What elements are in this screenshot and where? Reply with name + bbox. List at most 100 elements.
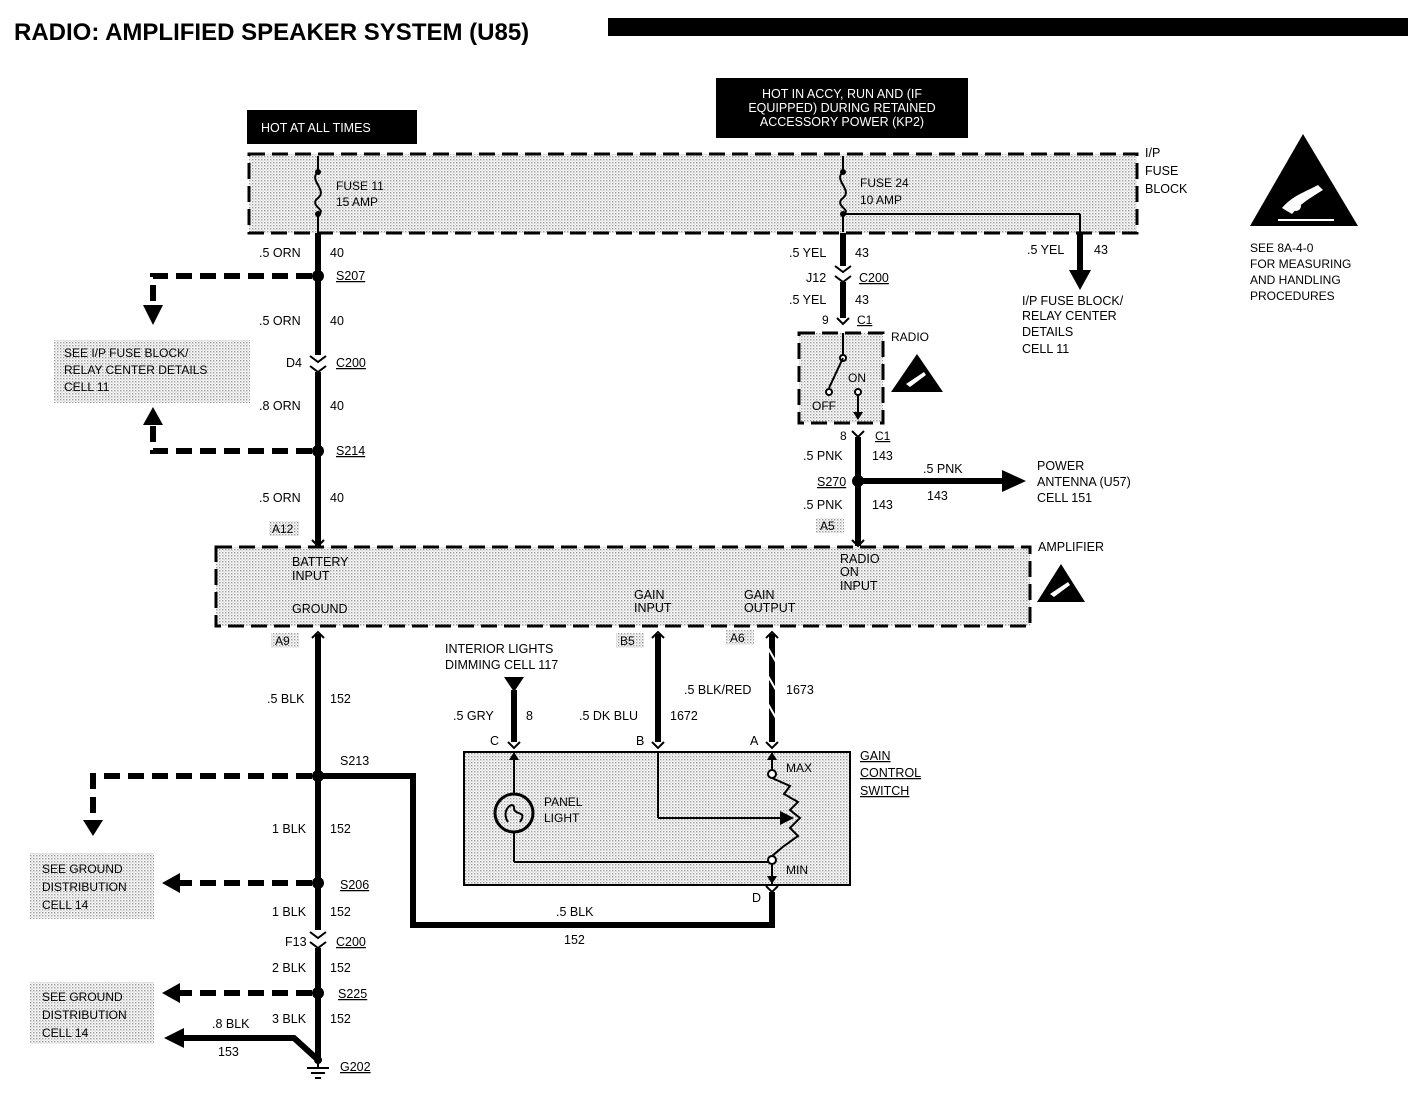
amplifier-esd-icon <box>1037 564 1085 602</box>
s207-label: S207 <box>336 269 365 283</box>
radio-c1-out: C1 <box>875 429 891 443</box>
right-w4-circuit: 143 <box>872 498 893 512</box>
splice-s207 <box>312 270 324 282</box>
c200-f13-name: C200 <box>336 935 366 949</box>
see-ip-note-2: RELAY CENTER DETAILS <box>64 363 207 377</box>
fuse-branch-note-4: CELL 11 <box>1022 342 1069 356</box>
hot-accy-line2: EQUIPPED) DURING RETAINED <box>748 101 935 115</box>
a5-connector <box>851 539 865 548</box>
hot-at-all-times-label <box>247 110 417 144</box>
arrow-right-icon <box>1002 470 1026 492</box>
fuse-24-name: FUSE 24 <box>860 176 909 190</box>
wire-153 <box>180 1035 319 1061</box>
right-w4-size: .5 PNK <box>803 498 843 512</box>
arrow-up-icon <box>143 407 163 425</box>
pin-b-label: B <box>636 734 644 748</box>
pin-b-connector <box>651 741 665 750</box>
fuse-branch-note-1: I/P FUSE BLOCK/ <box>1022 294 1124 308</box>
splice-s206 <box>312 877 324 889</box>
amp-radio-on-1: RADIO <box>840 552 880 566</box>
pin-a-connector <box>765 741 779 750</box>
s213-label: S213 <box>340 754 369 768</box>
esd-warning-icon <box>1250 134 1358 226</box>
splice-s214 <box>312 445 324 457</box>
connector-c200-j12-bottom <box>834 275 852 284</box>
arrow-left-icon <box>162 983 180 1003</box>
ground-note-1-line3: CELL 14 <box>42 898 89 912</box>
side-ground-size: .8 BLK <box>212 1017 250 1031</box>
arrow-down-icon <box>1069 270 1091 290</box>
gain-out-circuit: 1673 <box>786 683 814 697</box>
right-w2-circuit: 43 <box>855 293 869 307</box>
c200-j12-pin: J12 <box>806 271 826 285</box>
ground-w2-circuit: 152 <box>330 822 351 836</box>
esd-note-4: PROCEDURES <box>1250 289 1335 303</box>
left-w4-circuit: 40 <box>330 491 344 505</box>
gain-switch-label-1: GAIN <box>860 749 891 763</box>
esd-note-1: SEE 8A-4-0 <box>1250 241 1314 255</box>
page-title: RADIO: AMPLIFIED SPEAKER SYSTEM (U85) <box>14 19 529 46</box>
ground-w5-circuit: 152 <box>330 1012 351 1026</box>
ground-note-1-line1: SEE GROUND <box>42 862 123 876</box>
fuse-branch-circuit: 43 <box>1094 243 1108 257</box>
switch-on-label: ON <box>848 371 866 385</box>
esd-note-2: FOR MEASURING <box>1250 257 1351 271</box>
fuse-branch-note-3: DETAILS <box>1022 325 1073 339</box>
amp-radio-on-2: ON <box>840 565 859 579</box>
panel-light-label-2: LIGHT <box>544 811 580 825</box>
see-ip-note-1: SEE I/P FUSE BLOCK/ <box>64 346 189 360</box>
right-w3-size: .5 PNK <box>803 449 843 463</box>
c200-f13-pin: F13 <box>285 935 307 949</box>
dashed-branch-s214 <box>150 425 312 454</box>
ground-w5-size: 3 BLK <box>272 1012 307 1026</box>
amp-pin-b5-box <box>616 633 644 648</box>
fuse-block-label-2: FUSE <box>1145 164 1178 178</box>
radio-c1-in: C1 <box>857 313 873 327</box>
right-w2-size: .5 YEL <box>789 293 826 307</box>
fuse-branch-size: .5 YEL <box>1027 243 1064 257</box>
arrow-down-icon <box>83 820 103 836</box>
amplifier-box <box>214 545 1032 628</box>
see-ground-note-1 <box>30 853 154 919</box>
left-w1-circuit: 40 <box>330 246 344 260</box>
radio-pin-9: 9 <box>822 313 829 327</box>
amp-ground: GROUND <box>292 602 348 616</box>
ip-fuse-block <box>247 152 1139 235</box>
left-w1-size: .5 ORN <box>259 246 301 260</box>
amplifier-label: AMPLIFIER <box>1038 540 1104 554</box>
hot-in-accy-label <box>716 78 968 138</box>
arrow-left-icon <box>164 1028 184 1048</box>
left-w3-size: .8 ORN <box>259 399 301 413</box>
amp-pin-a9: A9 <box>275 634 290 648</box>
pin-d-connector <box>765 885 779 894</box>
hot-accy-line1: HOT IN ACCY, RUN AND (IF <box>762 87 922 101</box>
antenna-size: .5 PNK <box>923 462 963 476</box>
fuse-block-label-1: I/P <box>1145 146 1160 160</box>
connector-c1-pin8 <box>851 430 865 439</box>
right-w1-circuit: 43 <box>855 246 869 260</box>
fuse-11-symbol <box>314 156 322 232</box>
side-ground-circuit: 153 <box>218 1045 239 1059</box>
dimming-note-2: DIMMING CELL 117 <box>445 658 558 672</box>
s270-label: S270 <box>817 475 846 489</box>
s225-label: S225 <box>338 987 367 1001</box>
dashed-branch-s207 <box>150 273 312 305</box>
dimming-size: .5 GRY <box>453 709 494 723</box>
amp-pin-a12: A12 <box>272 522 294 536</box>
esd-note-3: AND HANDLING <box>1250 273 1341 287</box>
s214-label: S214 <box>336 444 365 458</box>
left-w4-size: .5 ORN <box>259 491 301 505</box>
hot-at-all-times-text: HOT AT ALL TIMES <box>261 121 371 135</box>
dimming-circuit: 8 <box>526 709 533 723</box>
switch-off-label: OFF <box>812 399 836 413</box>
left-w2-size: .5 ORN <box>259 314 301 328</box>
ground-w1-circuit: 152 <box>330 692 351 706</box>
amp-battery-1: BATTERY <box>292 555 349 569</box>
wire-152-gain-ground <box>318 773 775 928</box>
arrow-down-icon <box>143 305 163 325</box>
amp-pin-a6-box <box>726 630 754 645</box>
ground-w3-size: 1 BLK <box>272 905 307 919</box>
title-bar <box>608 18 1408 36</box>
pot-max-label: MAX <box>786 761 812 775</box>
